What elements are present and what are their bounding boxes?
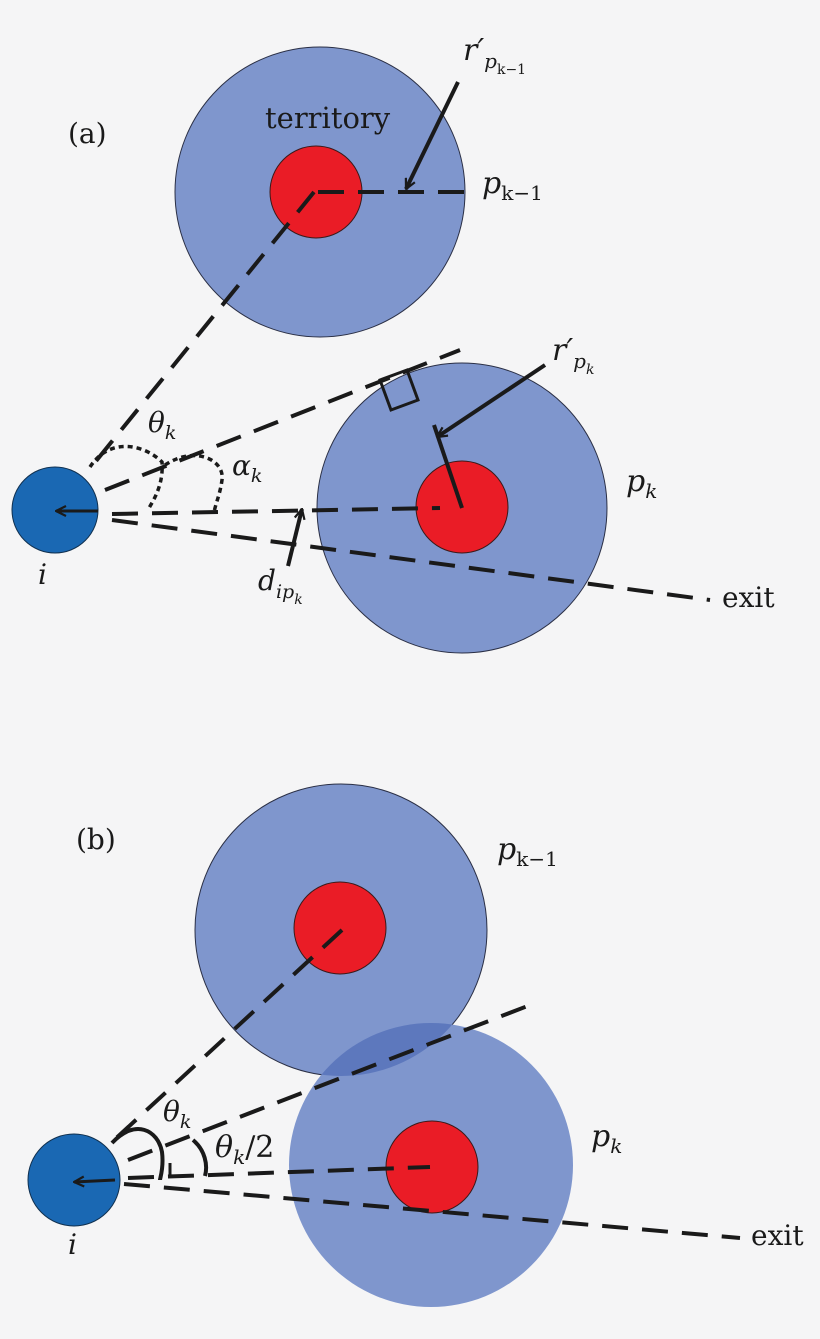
half-theta-base: θ [215,1130,233,1165]
theta-base: θ [148,406,165,439]
p-curr-sub: k [610,1134,622,1158]
p-curr-label: pk [591,1119,622,1158]
theta-arc [110,1127,165,1181]
right-angle-marker [378,368,420,412]
r-curr-arrow [437,363,547,439]
half-theta-label: θk/2 [215,1130,274,1169]
p-prev-label: pk−1 [497,832,558,871]
p-curr-base: p [626,464,645,499]
agent-label: i [68,1228,77,1261]
ray-to-p-prev [110,928,344,1144]
half-theta-tail: /2 [245,1130,274,1165]
core-circle-p-prev [269,145,363,239]
p-prev-label: pk−1 [482,166,543,205]
p-prev-sub: k−1 [516,847,558,871]
panel-b: (b) pk−1 pk θk θk/2 i exit [27,783,804,1307]
distance-base: d [258,564,276,597]
territory-label: territory [265,101,391,135]
panel-a-label: (a) [68,117,107,150]
distance-arrow [286,509,302,567]
half-theta-arc [191,1138,209,1177]
r-curr-label: r′pk [552,333,594,378]
ray-to-p-prev [90,190,316,468]
alpha-sub: k [251,465,263,487]
rays [90,190,711,602]
panel-a: (a) territory pk−1 [11,33,775,654]
r-prev-subsub: k−1 [497,62,526,78]
ray-to-p-curr [111,506,441,516]
alpha-label: αk [232,449,262,487]
r-prev-base: r′ [463,33,484,68]
theta-base: θ [163,1095,180,1128]
p-prev-sub: k−1 [501,181,543,205]
alpha-arc [164,453,224,514]
p-prev-base: p [497,832,516,867]
alpha-base: α [232,449,251,482]
distance-label: dipk [258,564,303,608]
tangent-ray [104,348,461,492]
theta-label: θk [163,1095,191,1133]
exit-label: exit [751,1219,804,1252]
core-circle-p-curr [385,1120,479,1214]
tangent-ray [127,1000,539,1162]
distance-sub: ip [276,581,294,603]
panel-b-label: (b) [76,823,116,856]
r-curr-subsub: k [586,362,594,378]
theta-label: θk [148,406,176,444]
ray-to-p-curr [127,1165,431,1180]
radius-p-curr [432,424,464,509]
exit-ray [111,518,711,602]
rays [110,928,741,1240]
r-prev-label: r′pk−1 [463,33,526,78]
p-curr-sub: k [645,479,657,503]
theta-sub: k [180,1111,192,1133]
p-prev-base: p [482,166,501,201]
exit-label: exit [722,581,775,614]
p-curr-label: pk [626,464,657,503]
agent-arrow [74,1180,116,1182]
theta-arc [88,444,164,511]
r-prev-sub: p [484,49,497,73]
exit-ray [123,1182,741,1240]
r-curr-base: r′ [552,333,573,368]
p-curr-base: p [591,1119,610,1154]
theta-sub: k [165,422,177,444]
half-theta-sub: k [233,1145,245,1169]
agent-label: i [38,558,47,591]
distance-subsub: k [294,592,302,608]
core-circle-p-prev [293,881,387,975]
r-curr-sub: p [573,349,586,373]
r-prev-arrow [404,81,460,189]
